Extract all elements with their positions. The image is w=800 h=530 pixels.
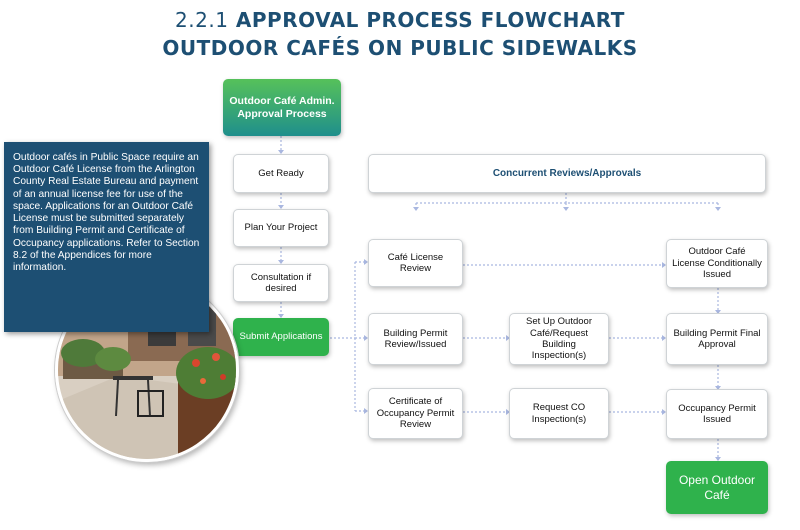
- open-cafe-box: Open Outdoor Café: [666, 461, 768, 514]
- license-conditional-label: Outdoor Café License Conditionally Issue…: [671, 246, 763, 280]
- building-permit-review-label: Building Permit Review/Issued: [373, 328, 458, 351]
- building-permit-review-box: Building Permit Review/Issued: [368, 313, 463, 365]
- setup-inspection-label: Set Up Outdoor Café/Request Building Ins…: [514, 316, 604, 362]
- consultation-label: Consultation if desired: [238, 272, 324, 295]
- get-ready-label: Get Ready: [258, 168, 303, 179]
- occupancy-issued-label: Occupancy Permit Issued: [671, 403, 763, 426]
- concurrent-reviews-label: Concurrent Reviews/Approvals: [493, 168, 641, 180]
- get-ready-box: Get Ready: [233, 154, 329, 193]
- submit-applications-label: Submit Applications: [240, 331, 323, 342]
- occupancy-issued-box: Occupancy Permit Issued: [666, 389, 768, 439]
- building-final-box: Building Permit Final Approval: [666, 313, 768, 365]
- admin-process-box: Outdoor Café Admin. Approval Process: [223, 79, 341, 136]
- cafe-license-review-box: Café License Review: [368, 239, 463, 287]
- co-permit-review-box: Certificate of Occupancy Permit Review: [368, 388, 463, 439]
- info-text: Outdoor cafés in Public Space require an…: [13, 152, 199, 273]
- plan-project-box: Plan Your Project: [233, 209, 329, 247]
- consultation-box: Consultation if desired: [233, 264, 329, 302]
- submit-applications-box: Submit Applications: [233, 318, 329, 356]
- cafe-license-review-label: Café License Review: [373, 252, 458, 275]
- plan-project-label: Plan Your Project: [245, 222, 318, 233]
- setup-inspection-box: Set Up Outdoor Café/Request Building Ins…: [509, 313, 609, 365]
- request-co-box: Request CO Inspection(s): [509, 388, 609, 439]
- building-final-label: Building Permit Final Approval: [671, 328, 763, 351]
- concurrent-reviews-box: Concurrent Reviews/Approvals: [368, 154, 766, 193]
- open-cafe-label: Open Outdoor Café: [670, 473, 764, 502]
- license-conditional-box: Outdoor Café License Conditionally Issue…: [666, 239, 768, 288]
- admin-process-label: Outdoor Café Admin. Approval Process: [227, 95, 337, 120]
- co-permit-review-label: Certificate of Occupancy Permit Review: [373, 396, 458, 430]
- info-panel: Outdoor cafés in Public Space require an…: [4, 142, 209, 332]
- request-co-label: Request CO Inspection(s): [514, 402, 604, 425]
